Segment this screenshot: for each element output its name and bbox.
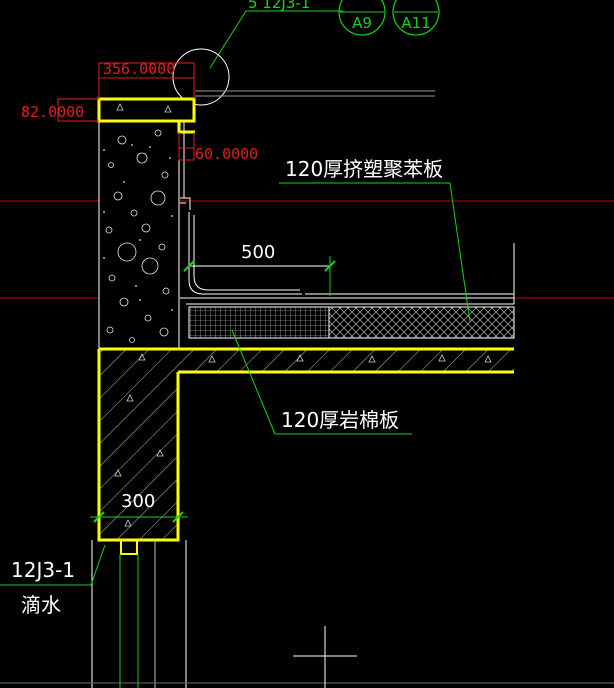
dimension-coping-width-text: 356.0000 xyxy=(103,60,175,78)
dimension-flashing-length: 500 xyxy=(183,242,336,296)
dimension-beam-width: 300 xyxy=(90,491,188,523)
dimension-coping-width xyxy=(98,62,195,99)
coping-callout-circle xyxy=(172,48,230,106)
detail-bubble-a11 xyxy=(392,0,440,36)
dimension-coping-height xyxy=(57,98,99,122)
drip-reference-label: 滴水 xyxy=(21,593,61,617)
xps-board-note: 120厚挤塑聚苯板 xyxy=(279,157,471,323)
top-reference-group: 5 12J3-1 A9 A11 xyxy=(209,0,440,69)
detail-bubble-a9 xyxy=(338,0,386,36)
detail-bubble-a9-text: A9 xyxy=(352,14,372,32)
wall-below xyxy=(0,540,614,688)
ucs-crosshair xyxy=(293,626,357,688)
detail-bubble-a11-text: A11 xyxy=(401,14,430,32)
top-ref-leader xyxy=(209,10,247,69)
xps-board xyxy=(328,306,515,339)
dimension-coping-drip-text: 60.0000 xyxy=(195,145,258,163)
edge-beam xyxy=(97,349,180,542)
dimension-flashing-length-text: 500 xyxy=(241,242,275,263)
drip-strip xyxy=(120,539,138,555)
dimension-coping-drip xyxy=(178,132,195,161)
rock-wool-board-note-text: 120厚岩棉板 xyxy=(281,408,399,432)
rock-wool-board-note: 120厚岩棉板 xyxy=(231,329,412,435)
roof-slab xyxy=(99,347,514,374)
drip-reference-code: 12J3-1 xyxy=(11,558,75,582)
waterproof-flashing xyxy=(180,197,515,305)
dimension-coping-height-text: 82.0000 xyxy=(21,103,84,121)
top-ref-label: 5 12J3-1 xyxy=(248,0,310,12)
drip-reference: 12J3-1 滴水 xyxy=(0,544,106,617)
rock-wool-board xyxy=(188,306,330,339)
dimension-beam-width-text: 300 xyxy=(121,491,155,512)
xps-board-note-text: 120厚挤塑聚苯板 xyxy=(285,157,443,181)
parapet-coping xyxy=(97,97,196,134)
parapet-concrete xyxy=(98,120,185,350)
